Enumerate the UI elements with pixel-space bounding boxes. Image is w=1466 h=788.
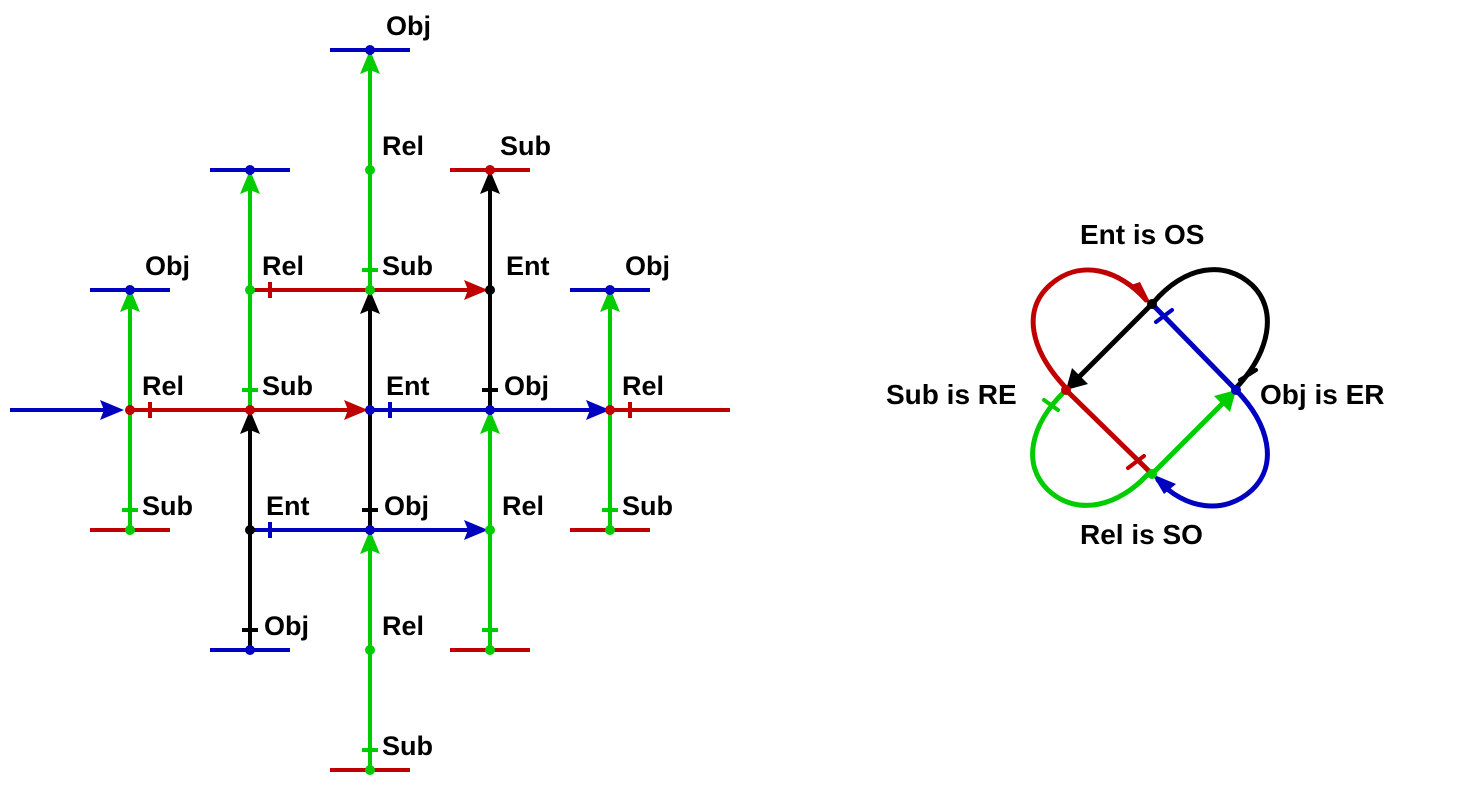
node xyxy=(605,525,615,535)
knot-node-left xyxy=(1061,385,1071,395)
row1-red-arrow xyxy=(464,280,488,300)
node xyxy=(365,405,375,415)
label-sub-mid2: Sub xyxy=(262,371,313,401)
grid-diagram: Obj Rel Sub Rel Sub Ent Obj Obj Rel Sub … xyxy=(10,11,730,775)
label-rel-left2: Rel xyxy=(142,371,184,401)
node xyxy=(245,525,255,535)
knot-node-top xyxy=(1147,299,1157,309)
node xyxy=(365,165,375,175)
col3-green-top-arrow xyxy=(360,50,380,74)
label-ent-mid2: Ent xyxy=(386,371,430,401)
knot-blue-loop-arrow xyxy=(1152,474,1176,494)
node xyxy=(245,405,255,415)
col3-green-bot-arrow xyxy=(360,530,380,554)
row3-blue-arrow xyxy=(464,520,488,540)
node xyxy=(245,285,255,295)
node xyxy=(365,525,375,535)
node xyxy=(365,45,375,55)
knot-green-diagonal xyxy=(1149,395,1231,477)
label-obj-bottom4: Obj xyxy=(264,611,309,641)
knot-tick xyxy=(1042,398,1060,412)
node xyxy=(485,645,495,655)
knot-green-diagonal-arrow xyxy=(1214,390,1236,412)
knot-black-loop xyxy=(1150,267,1270,391)
col3-black-arrow xyxy=(360,290,380,314)
node xyxy=(125,525,135,535)
node xyxy=(365,765,375,775)
knot-black-diagonal xyxy=(1071,301,1155,385)
knot-label-ent: Ent is OS xyxy=(1080,219,1204,250)
label-sub-upper: Sub xyxy=(500,131,551,161)
node xyxy=(605,405,615,415)
knot-label-sub: Sub is RE xyxy=(886,379,1017,410)
label-sub-right3: Sub xyxy=(622,491,673,521)
label-obj-row3: Obj xyxy=(384,491,429,521)
knot-tick xyxy=(1238,368,1258,382)
knot-tick xyxy=(1154,308,1174,324)
col5-green-arrow xyxy=(600,288,620,312)
knot-blue-diagonal xyxy=(1149,301,1239,393)
label-sub-bottom: Sub xyxy=(382,731,433,761)
node xyxy=(245,165,255,175)
label-obj-top: Obj xyxy=(386,11,431,41)
knot-red-loop xyxy=(1030,267,1149,391)
node xyxy=(365,285,375,295)
row2-red-arrow xyxy=(344,400,368,420)
label-obj-right1: Obj xyxy=(625,251,670,281)
knot-red-loop-arrow xyxy=(1128,282,1152,306)
label-rel-right2: Rel xyxy=(622,371,664,401)
col2-black-arrow xyxy=(240,410,260,434)
knot-blue-loop xyxy=(1155,387,1270,509)
node xyxy=(605,285,615,295)
label-sub-left3: Sub xyxy=(142,491,193,521)
node xyxy=(485,285,495,295)
row2-blue-in-arrow xyxy=(100,400,124,420)
node xyxy=(125,285,135,295)
node xyxy=(485,405,495,415)
row2-blue-arrow xyxy=(586,400,610,420)
col4-green-arrow xyxy=(480,410,500,434)
node xyxy=(125,405,135,415)
col2-green-arrow xyxy=(240,170,260,194)
knot-node-bottom xyxy=(1147,469,1157,479)
knot-node-right xyxy=(1231,385,1241,395)
label-rel-upper: Rel xyxy=(382,131,424,161)
node xyxy=(365,645,375,655)
label-sub-row1: Sub xyxy=(382,251,433,281)
knot-green-loop xyxy=(1030,389,1151,508)
col4-black-arrow xyxy=(480,170,500,194)
knot-tick xyxy=(1126,454,1146,470)
knot-diagram xyxy=(1030,267,1270,509)
node xyxy=(245,645,255,655)
knot-black-diagonal-arrow xyxy=(1066,368,1088,390)
label-rel-row3: Rel xyxy=(502,491,544,521)
label-rel-lower: Rel xyxy=(382,611,424,641)
node xyxy=(485,165,495,175)
label-obj-mid2: Obj xyxy=(504,371,549,401)
label-ent-row1: Ent xyxy=(506,251,550,281)
knot-label-rel: Rel is SO xyxy=(1080,519,1203,550)
label-obj-left1: Obj xyxy=(145,251,190,281)
col1-green-arrow xyxy=(120,288,140,312)
label-ent-row3: Ent xyxy=(266,491,310,521)
node xyxy=(485,525,495,535)
label-rel-row1: Rel xyxy=(262,251,304,281)
knot-label-obj: Obj is ER xyxy=(1260,379,1384,410)
